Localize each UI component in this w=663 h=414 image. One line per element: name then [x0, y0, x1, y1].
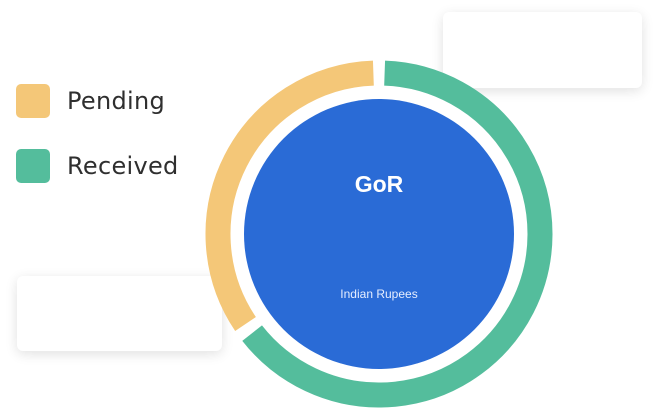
chart-legend: Pending Received [16, 84, 179, 214]
center-subtitle: Indian Rupees [340, 287, 417, 301]
donut-slice-pending [205, 60, 374, 332]
info-card-bottom [17, 276, 222, 351]
donut-ring [205, 60, 553, 408]
center-title: GoR [355, 171, 404, 197]
legend-item-received: Received [16, 149, 179, 183]
legend-swatch-received [16, 149, 50, 183]
legend-item-pending: Pending [16, 84, 179, 118]
center-disk [244, 99, 514, 369]
donut-slice-received [242, 60, 553, 408]
legend-label-pending: Pending [67, 87, 166, 115]
legend-label-received: Received [67, 152, 179, 180]
legend-swatch-pending [16, 84, 50, 118]
info-card-top [443, 12, 642, 88]
